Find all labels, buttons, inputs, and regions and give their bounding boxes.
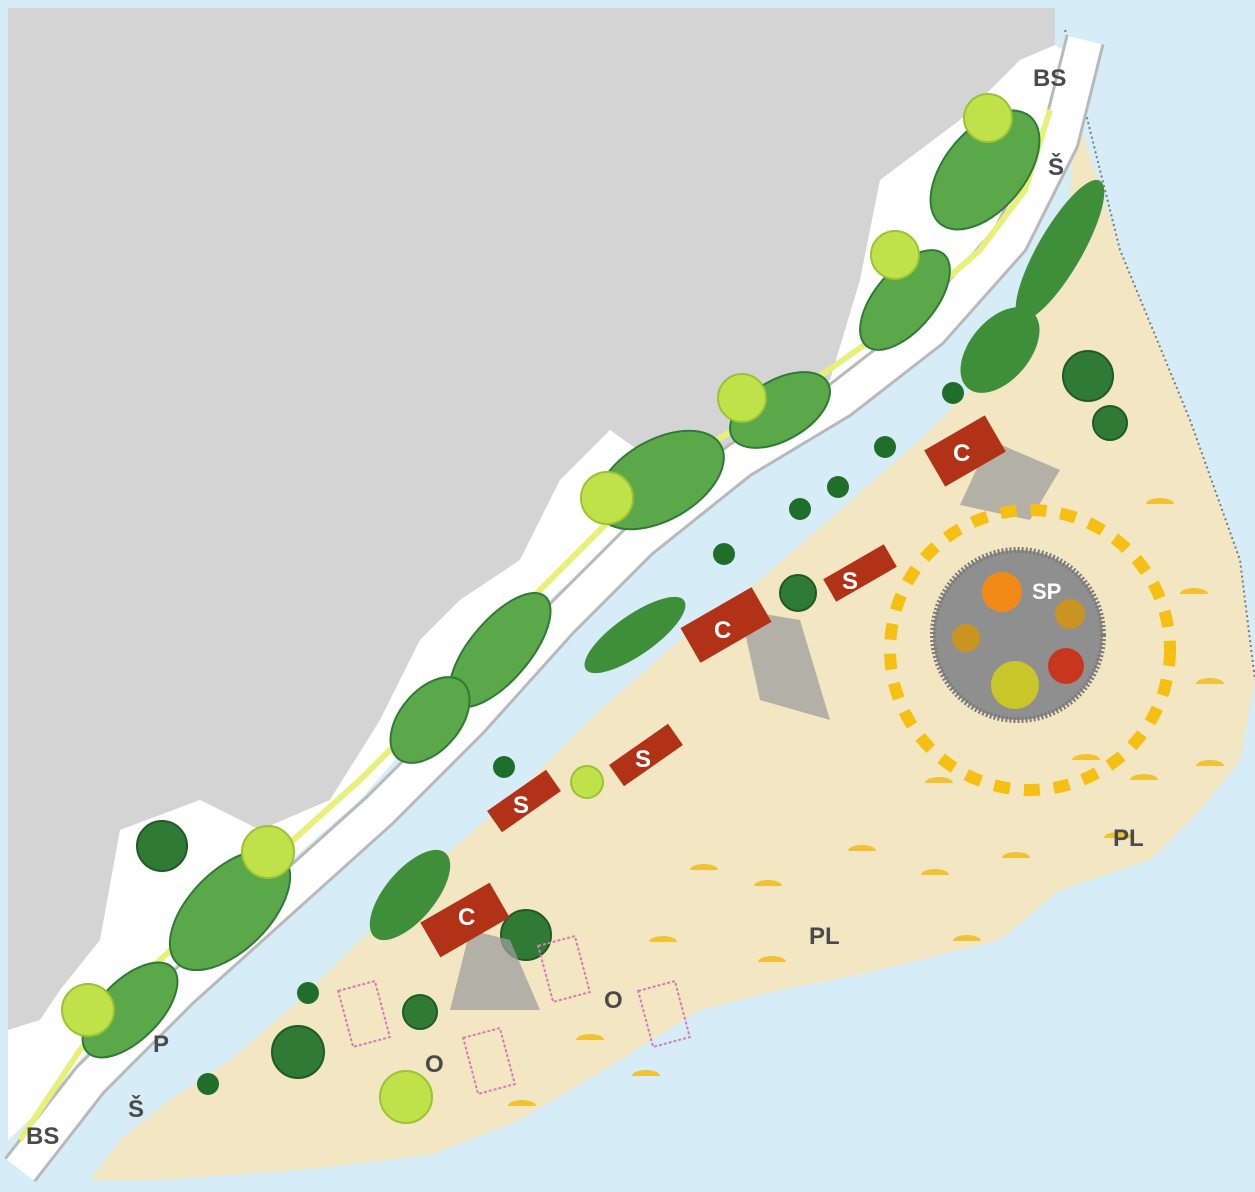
shrub-6: [493, 756, 515, 778]
dark-tree-6: [779, 574, 817, 612]
umbrella: [1104, 832, 1132, 838]
umbrella: [690, 864, 718, 870]
umbrella: [1002, 852, 1030, 858]
beach-hedge-2: [960, 307, 1040, 393]
hedge-8: [81, 961, 179, 1059]
stall-s1: [823, 544, 897, 602]
label-c1: C: [953, 440, 970, 467]
label-sh-bottom: Š: [128, 1095, 144, 1123]
umbrella: [1072, 754, 1100, 760]
coastline-edge: [1064, 29, 1255, 681]
building-c2: [680, 587, 772, 663]
stall-s3: [487, 769, 561, 833]
label-bs-top: BS: [1033, 65, 1066, 92]
dark-tree-7: [402, 994, 438, 1030]
shrub-1: [942, 382, 964, 404]
picnic-table-3: [336, 979, 392, 1049]
umbrella: [1196, 678, 1224, 684]
umbrella: [1146, 498, 1174, 514]
playground-plaza: [884, 504, 1176, 796]
beach-hedge-4: [369, 849, 451, 941]
label-c3: C: [458, 904, 475, 931]
label-c2: C: [714, 617, 731, 644]
label-bs-bottom: BS: [26, 1123, 59, 1150]
stall-s2: [609, 723, 683, 787]
light-tree-group: [61, 93, 1013, 1124]
label-s2: S: [635, 746, 651, 773]
small-shrub-group: [197, 382, 964, 1095]
light-tree-4: [580, 471, 634, 525]
umbrella: [649, 936, 677, 942]
dark-tree-2: [1092, 405, 1128, 441]
hedge-group: [81, 109, 1041, 1059]
light-tree-6: [61, 983, 115, 1037]
dark-tree-3: [136, 820, 188, 872]
building-group: [420, 415, 1006, 958]
light-tree-2: [870, 230, 920, 280]
play-element-ochre-2: [952, 624, 980, 652]
play-element-ochre-1: [1055, 599, 1085, 629]
label-p: P: [153, 1031, 169, 1058]
shrub-3: [827, 476, 849, 498]
umbrella: [758, 956, 786, 962]
dark-tree-group: [136, 350, 1128, 1079]
umbrella: [508, 1100, 536, 1106]
shrub-2: [874, 436, 896, 458]
play-element-lime: [991, 661, 1039, 709]
shade-2: [740, 610, 830, 720]
umbrella: [953, 935, 981, 941]
picnic-table-4: [461, 1026, 517, 1096]
label-s3: S: [513, 792, 529, 819]
umbrella: [1130, 774, 1158, 780]
label-pl-right: PL: [1113, 825, 1144, 852]
beach-hedge-3: [584, 596, 686, 674]
light-tree-1: [963, 93, 1013, 143]
umbrella: [632, 1070, 660, 1076]
label-pl-center: PL: [809, 923, 840, 950]
label-s1: S: [842, 568, 858, 595]
picnic-table-2: [636, 979, 692, 1049]
shrub-8: [197, 1073, 219, 1095]
hedge-1: [929, 109, 1041, 231]
label-sp: SP: [1032, 579, 1061, 604]
light-tree-3: [717, 373, 767, 423]
gray-land-area: [8, 8, 1055, 1030]
label-sh-top: Š: [1048, 153, 1064, 181]
shade-group: [450, 440, 1060, 1010]
light-tree-7: [570, 765, 604, 799]
beach-sand-area: [90, 110, 1255, 1180]
umbrella: [1180, 588, 1208, 594]
light-tree-8: [379, 1070, 433, 1124]
dark-tree-5: [271, 1025, 325, 1079]
stall-group: [487, 544, 897, 833]
umbrella: [754, 880, 782, 886]
beach-hedge-1: [1015, 179, 1105, 321]
umbrella-group: [508, 498, 1224, 1106]
umbrella: [848, 845, 876, 851]
road-surface: [6, 35, 1102, 1181]
label-o-left: O: [425, 1051, 444, 1078]
umbrella: [1196, 760, 1224, 766]
light-tree-5: [241, 825, 295, 879]
shrub-7: [297, 982, 319, 1004]
picnic-table-1: [536, 934, 592, 1004]
play-element-orange: [982, 572, 1022, 612]
plaza-ring: [884, 504, 1176, 796]
shrub-4: [789, 498, 811, 520]
dark-tree-1: [1062, 350, 1114, 402]
play-element-red: [1048, 648, 1084, 684]
picnic-table-group: [336, 934, 692, 1096]
building-c1: [924, 415, 1006, 487]
beach-hedge-group: [369, 179, 1105, 941]
umbrella: [576, 1034, 604, 1040]
shrub-5: [713, 543, 735, 565]
umbrella: [921, 869, 949, 875]
hedge-2: [859, 249, 951, 351]
label-o-right: O: [604, 987, 623, 1014]
hedge-6: [389, 676, 471, 764]
building-c3: [420, 882, 510, 958]
umbrella: [925, 777, 953, 783]
shade-3: [450, 930, 540, 1010]
